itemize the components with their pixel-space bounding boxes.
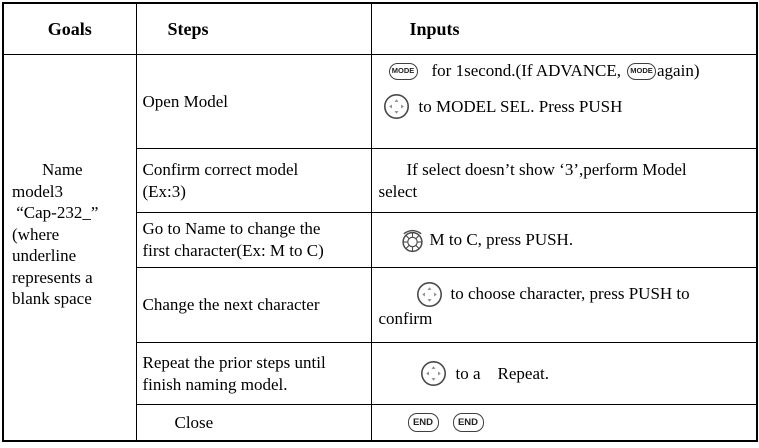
input-change-next-character: to choose character, press PUSH to confi… (370, 267, 758, 343)
step-text: Repeat the prior steps until finish nami… (142, 352, 326, 394)
goal-cell: Name model3 “Cap-232_” (where underline … (2, 54, 137, 442)
header-row: Goals Steps Inputs (2, 2, 758, 55)
step-go-to-name: Go to Name to change the first character… (135, 212, 372, 268)
input-line-1: to choose character, press PUSH to (372, 281, 757, 308)
input-line: to a Repeat. (420, 360, 757, 387)
input-text: M to C, press PUSH. (429, 230, 574, 249)
input-line: M to C, press PUSH. (399, 227, 757, 254)
input-text: again) (657, 61, 700, 80)
table-row: Close END END (3, 404, 758, 442)
instruction-table: Goals Steps Inputs Name model3 “Cap-232_… (2, 2, 758, 442)
steps-header: Steps (135, 2, 372, 55)
step-repeat: Repeat the prior steps until finish nami… (135, 342, 372, 405)
navigation-pad-icon (383, 94, 409, 119)
input-open-model: MODE for 1second.(If ADVANCE, MODE again… (370, 54, 758, 149)
input-text: to choose character, press PUSH to (450, 284, 690, 303)
navigation-pad-icon (416, 281, 442, 307)
table-row: Go to Name to change the first character… (3, 212, 758, 268)
input-text: If select doesn’t show ‘3’,perform Model… (378, 159, 687, 201)
table-row: Confirm correct model (Ex:3) If select d… (3, 148, 758, 213)
input-go-to-name: M to C, press PUSH. (370, 212, 758, 268)
input-line-1: MODE for 1second.(If ADVANCE, MODE again… (383, 60, 757, 82)
navigation-pad-icon (420, 361, 446, 386)
goal-text: Name model3 “Cap-232_” (where underline … (12, 160, 99, 309)
step-close: Close (135, 404, 372, 442)
input-line-2: confirm (372, 308, 757, 330)
step-text: Change the next character (142, 295, 320, 314)
dial-knob-icon (401, 229, 423, 252)
input-close: END END (370, 404, 758, 442)
input-confirm-model: If select doesn’t show ‘3’,perform Model… (370, 148, 758, 213)
input-repeat: to a Repeat. (370, 342, 758, 405)
inputs-header: Inputs (370, 2, 758, 55)
step-confirm-model: Confirm correct model (Ex:3) (135, 148, 372, 213)
mode-button-icon: MODE (627, 62, 656, 80)
input-text: to MODEL SEL. Press PUSH (418, 96, 623, 116)
input-line-2: to MODEL SEL. Press PUSH (383, 93, 757, 120)
table-row: Name model3 “Cap-232_” (where underline … (2, 54, 758, 442)
step-text: Open Model (142, 91, 228, 111)
end-button-icon: END (407, 413, 439, 432)
input-line: END END (407, 413, 757, 432)
table-row: Change the next character to choose char… (3, 267, 758, 343)
step-open-model: Open Model (135, 54, 372, 149)
input-text: confirm (378, 308, 433, 328)
step-change-next-character: Change the next character (135, 267, 372, 343)
end-button-icon: END (452, 413, 484, 432)
step-text: Go to Name to change the first character… (142, 219, 324, 260)
input-text: to a Repeat. (455, 363, 549, 383)
mode-button-icon: MODE (388, 62, 418, 80)
step-text: Confirm correct model (Ex:3) (142, 159, 299, 201)
table-row: Repeat the prior steps until finish nami… (3, 342, 758, 405)
input-text: for 1second.(If ADVANCE, (431, 61, 622, 80)
step-text: Close (174, 412, 214, 432)
goals-header: Goals (2, 2, 137, 55)
